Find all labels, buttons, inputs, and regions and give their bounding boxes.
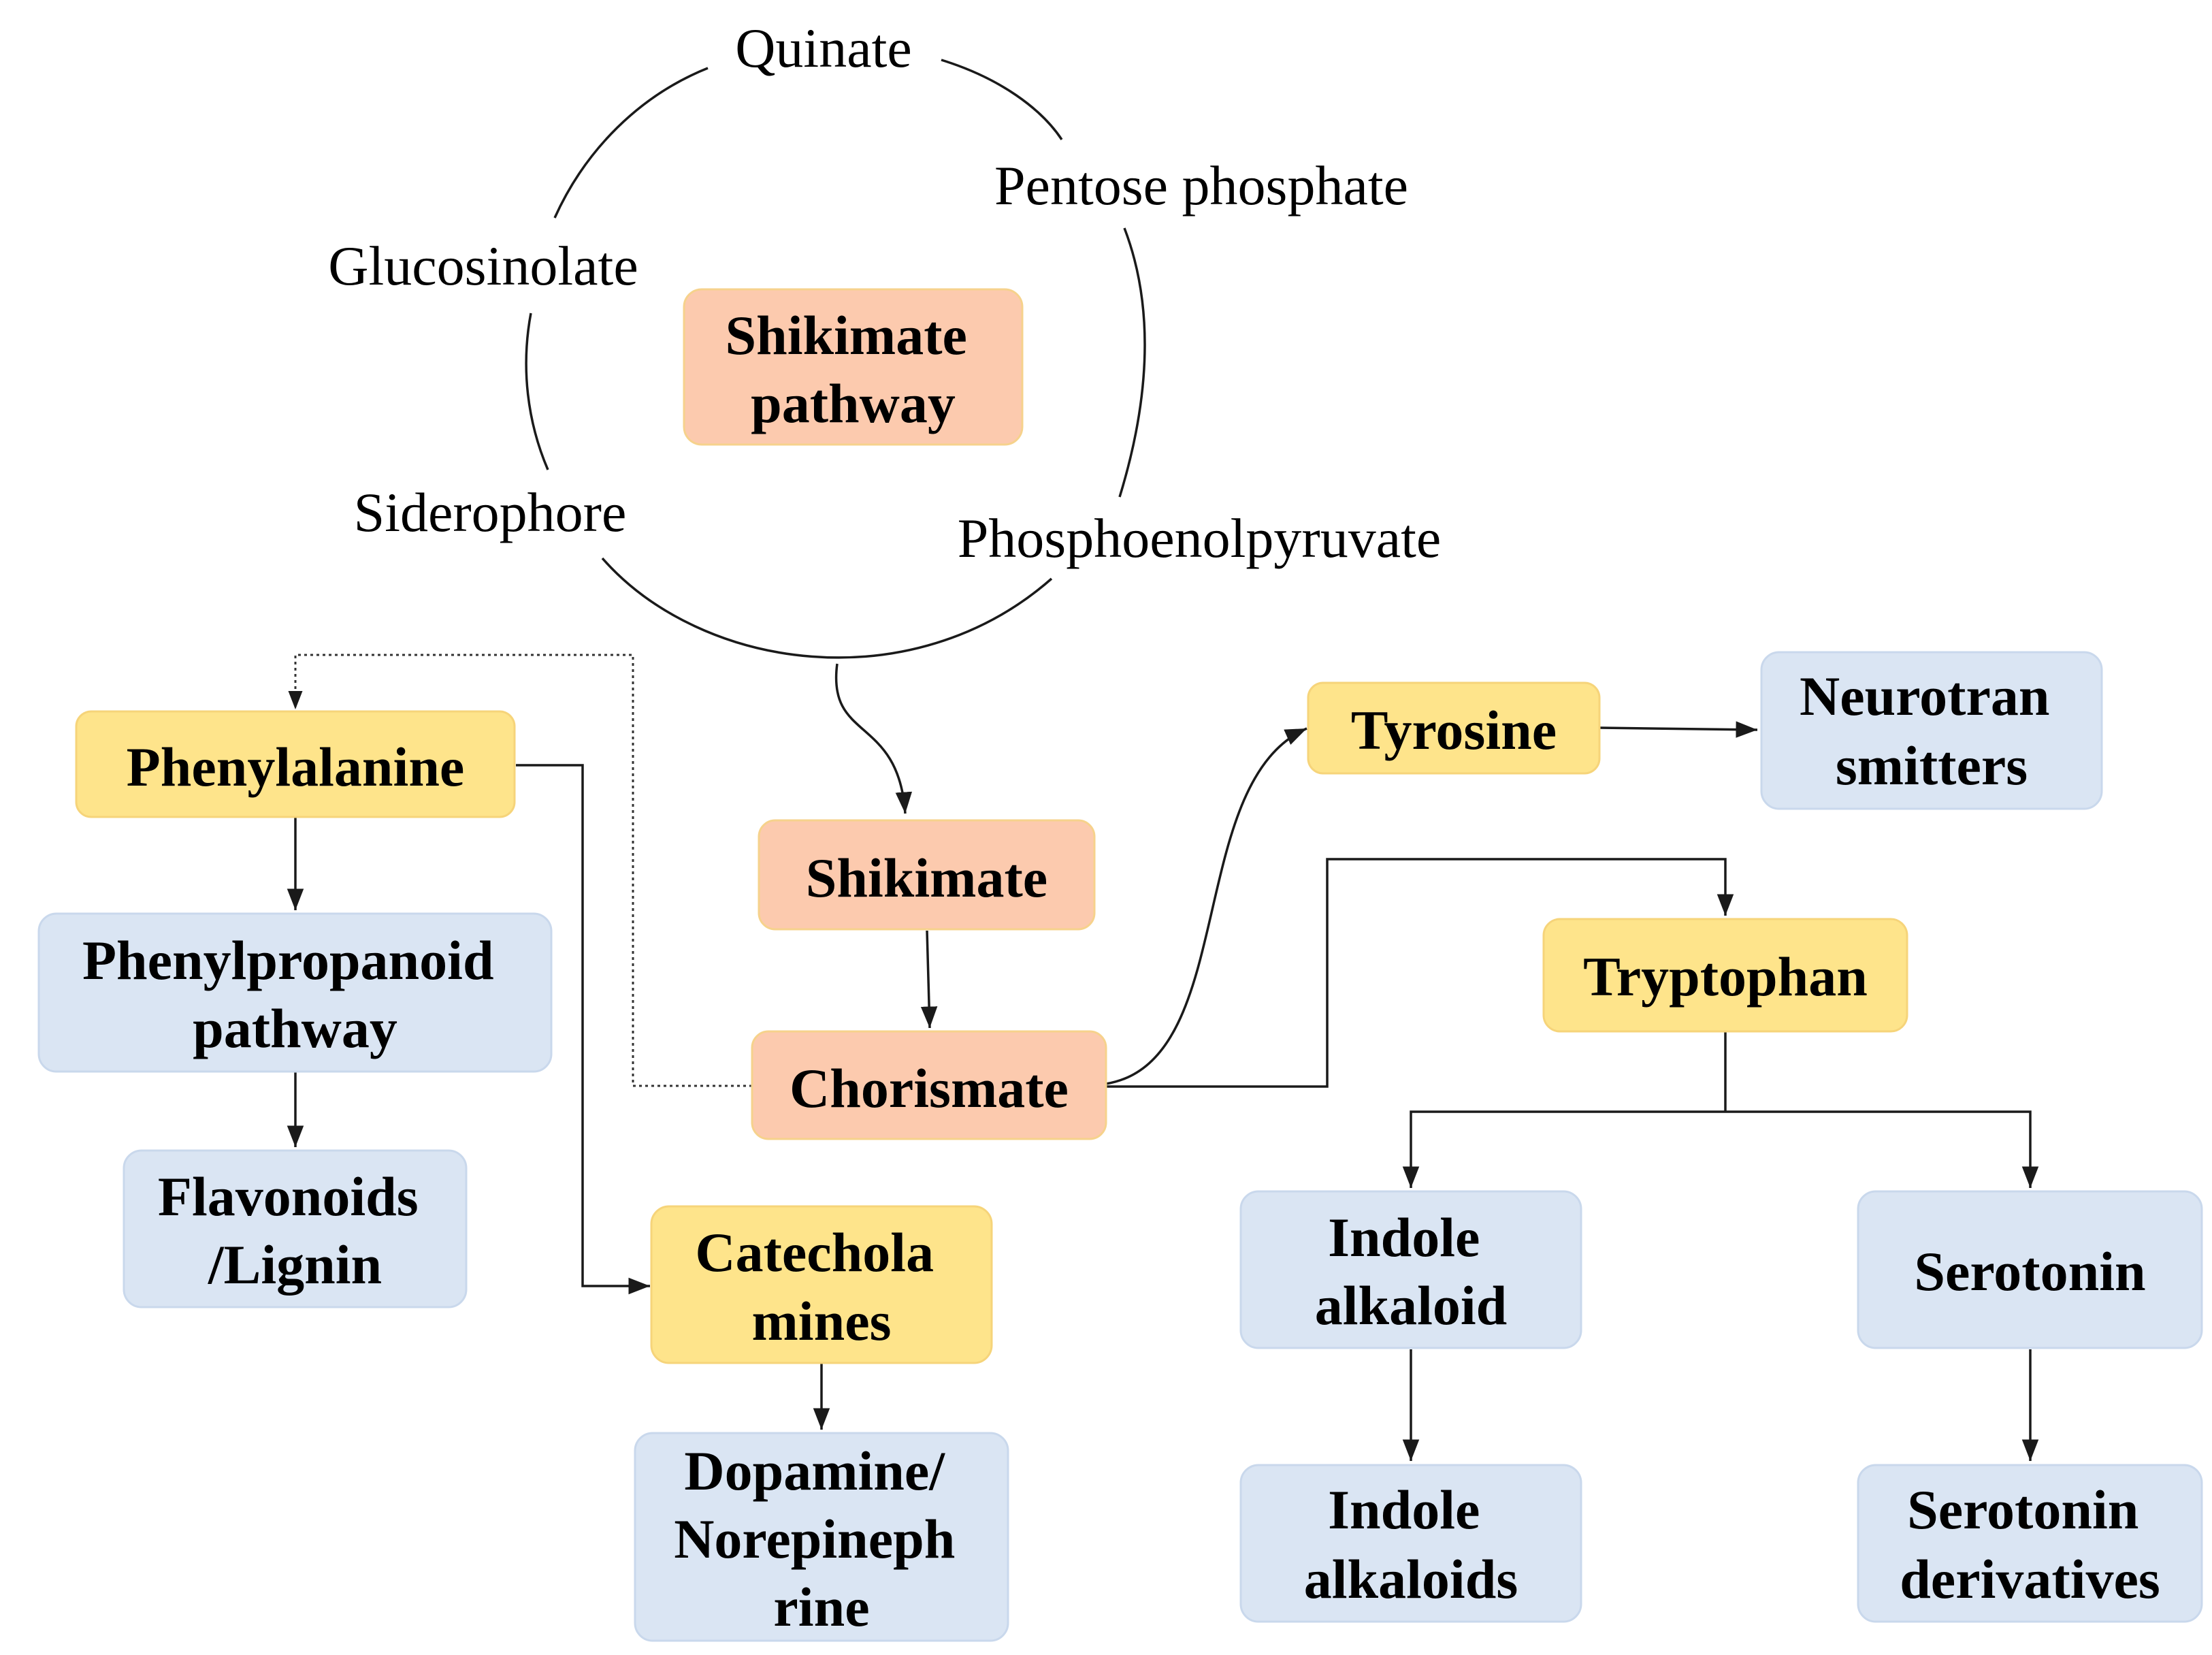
svg-text:Neurotran smitters: Neurotran smitters (1800, 665, 2064, 797)
serotonin-node: Serotonin (1857, 1190, 2203, 1349)
indole-alkaloids-label-line-2: alkaloids (1304, 1548, 1518, 1610)
svg-text:Catechola mines: Catechola mines (695, 1221, 947, 1352)
phenylpropanoid-pathway-node: Phenylpropanoid pathway (37, 912, 553, 1073)
indole-alkaloid-node: Indole alkaloid (1239, 1190, 1582, 1349)
connectors (287, 654, 2039, 1461)
neurotransmitters-label-line-1: Neurotran (1800, 665, 2049, 727)
cycle-label-siderophore: Siderophore (354, 481, 627, 543)
cycle-arc-glucosinolate-to-siderophore (525, 312, 549, 470)
tyrosine-node: Tyrosine (1307, 681, 1601, 775)
svg-text:Phenylalanine: Phenylalanine (127, 736, 465, 798)
shikimate-pathway-line-1: Shikimate (726, 304, 967, 366)
svg-text:Serotonin: Serotonin (1914, 1240, 2145, 1302)
shikimate-cycle: Quinate Pentose phosphate Glucosinolate … (328, 17, 1442, 659)
indole-alkaloid-label-line-1: Indole (1328, 1206, 1480, 1268)
dopamine-norepinephrine-node: Dopamine/ Norepineph rine (634, 1432, 1009, 1642)
shikimate-node: Shikimate (758, 819, 1096, 931)
arrow-chorismate-to-tryptophan (1106, 858, 1734, 1088)
arrow-shikimate-to-chorismate (920, 930, 938, 1029)
tryptophan-label: Tryptophan (1583, 946, 1868, 1008)
svg-text:Tyrosine: Tyrosine (1351, 699, 1557, 761)
svg-text:Indole alkaloid: Indole alkaloid (1315, 1206, 1508, 1336)
nodes: Shikimate Chorismate Phenylalanine Pheny… (37, 651, 2203, 1642)
flavonoids-label-line-2: /Lignin (208, 1234, 382, 1296)
chorismate-node: Chorismate (751, 1030, 1107, 1140)
svg-text:Indole alkaloids: Indole alkaloids (1304, 1479, 1518, 1610)
cycle-arc-quinate-to-glucosinolate (553, 67, 709, 219)
tyrosine-label: Tyrosine (1351, 699, 1557, 761)
serotonin-derivatives-node: Serotonin derivatives (1857, 1464, 2203, 1623)
svg-text:Phenylpropanoid pathwa: Phenylpropanoid pathway (82, 929, 508, 1059)
shikimate-pathway-node: Shikimate pathway (683, 288, 1024, 446)
svg-text:Serotonin derivatives: Serotonin derivatives (1900, 1479, 2160, 1610)
neurotransmitters-node: Neurotran smitters (1760, 651, 2103, 810)
svg-text:Dopamine/ Norepineph: Dopamine/ Norepineph rine (674, 1440, 969, 1638)
dopamine-label-line-1: Dopamine/ (684, 1440, 945, 1502)
arrow-chorismate-to-tyrosine (1105, 727, 1307, 1085)
shikimate-label: Shikimate (806, 847, 1047, 909)
serotonin-derivatives-label-line-1: Serotonin (1907, 1479, 2138, 1541)
chorismate-label: Chorismate (790, 1057, 1069, 1119)
cycle-arc-quinate-to-pentose (941, 59, 1063, 140)
cycle-arc-siderophore-to-pep (601, 557, 1053, 659)
phenylpropanoid-label-line-2: pathway (193, 997, 397, 1059)
dopamine-label-line-3: rine (773, 1576, 869, 1638)
cycle-label-quinate: Quinate (735, 17, 912, 79)
arrow-phenylalanine-to-catecholamines (516, 764, 650, 1295)
cycle-label-pentose-phosphate: Pentose phosphate (994, 155, 1408, 216)
phenylalanine-node: Phenylalanine (75, 710, 516, 818)
neurotransmitters-label-line-2: smitters (1836, 735, 2028, 797)
catecholamines-label-line-1: Catechola (695, 1221, 934, 1283)
catecholamines-node: Catechola mines (650, 1205, 993, 1364)
phenylpropanoid-label-line-1: Phenylpropanoid (82, 929, 494, 991)
arrow-tyrosine-to-neurotransmitters (1599, 721, 1758, 738)
flavonoids-lignin-node: Flavonoids /Lignin (123, 1149, 468, 1308)
svg-text:Flavonoids /Lignin: Flavonoids /Lignin (158, 1166, 432, 1296)
phenylalanine-label: Phenylalanine (127, 736, 465, 798)
indole-alkaloid-label-line-2: alkaloid (1315, 1274, 1508, 1336)
svg-text:Shikimate pathway: Shikimate pathway (726, 304, 981, 434)
indole-alkaloids-node: Indole alkaloids (1239, 1464, 1582, 1623)
serotonin-label: Serotonin (1914, 1240, 2145, 1302)
shikimate-pathway-line-2: pathway (751, 372, 956, 434)
svg-text:Tryptophan: Tryptophan (1583, 946, 1868, 1008)
svg-text:Chorismate: Chorismate (790, 1057, 1069, 1119)
arrow-tryptophan-to-serotonin (1725, 1110, 2039, 1188)
flavonoids-label-line-1: Flavonoids (158, 1166, 419, 1227)
serotonin-derivatives-label-line-2: derivatives (1900, 1548, 2160, 1610)
cycle-label-phosphoenolpyruvate: Phosphoenolpyruvate (958, 507, 1442, 569)
catecholamines-label-line-2: mines (752, 1290, 892, 1352)
indole-alkaloids-label-line-1: Indole (1328, 1479, 1480, 1541)
dopamine-label-line-2: Norepineph (674, 1508, 955, 1570)
tryptophan-node: Tryptophan (1542, 918, 1908, 1033)
arrow-tryptophan-to-indole-alkaloid (1402, 1110, 1725, 1188)
arrow-cycle-to-shikimate (834, 663, 913, 814)
cycle-arc-pentose-to-pep (1118, 227, 1146, 498)
svg-text:Shikimate: Shikimate (806, 847, 1047, 909)
cycle-label-glucosinolate: Glucosinolate (328, 235, 638, 297)
